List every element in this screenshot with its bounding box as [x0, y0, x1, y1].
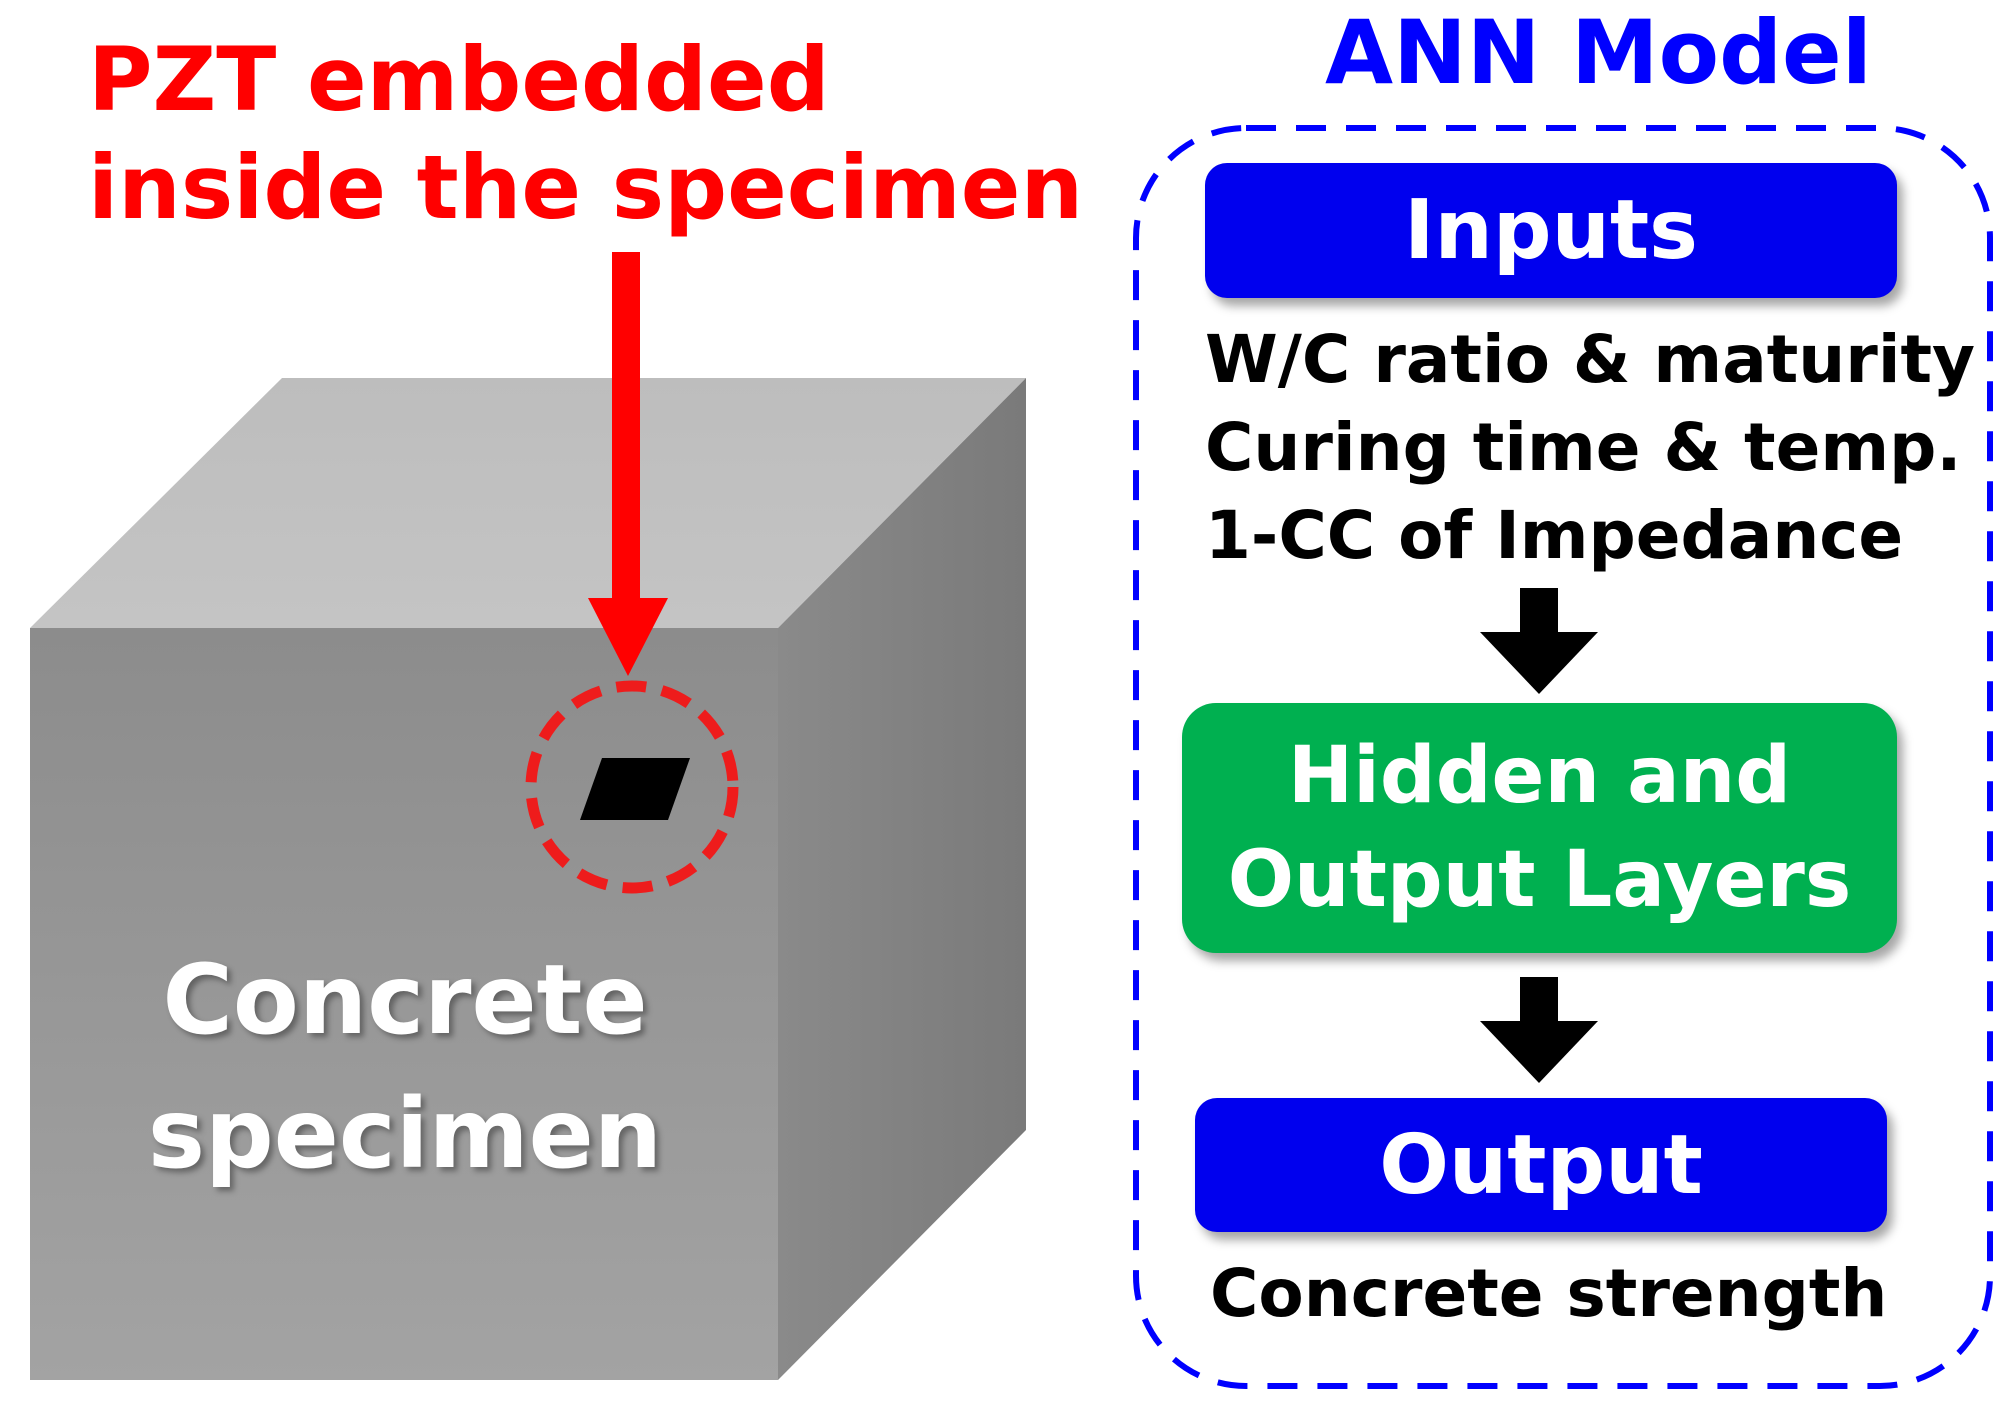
input-item: 1-CC of Impedance [1205, 497, 1904, 574]
inputs-block: Inputs [1205, 163, 1897, 298]
input-item: W/C ratio & maturity [1205, 321, 1976, 398]
specimen-label-line-1: Concrete [162, 944, 648, 1056]
pzt-highlight-circle [525, 680, 739, 894]
output-block: Output [1195, 1098, 1887, 1232]
pzt-sensor-patch [580, 758, 690, 820]
hidden-label-line-1: Hidden and [1287, 731, 1792, 821]
input-item: Curing time & temp. [1205, 409, 1962, 486]
hidden-label-line-2: Output Layers [1227, 835, 1852, 925]
output-label: Output [1379, 1117, 1703, 1213]
pzt-annotation-line-2: inside the specimen [88, 136, 1084, 239]
inputs-label: Inputs [1404, 183, 1698, 278]
specimen-label-line-2: specimen [147, 1078, 663, 1190]
ann-model-title: ANN Model [1325, 1, 1872, 104]
down-arrow-inputs-to-hidden [1480, 588, 1598, 694]
down-arrow-hidden-to-output [1480, 977, 1598, 1083]
pzt-annotation-line-1: PZT embedded [88, 28, 830, 131]
hidden-output-layers-block: Hidden and Output Layers [1182, 703, 1897, 953]
cube-top-face [30, 378, 1026, 628]
concrete-cube [30, 378, 1026, 1380]
output-description: Concrete strength [1210, 1255, 1888, 1332]
cube-side-face [778, 378, 1026, 1380]
pzt-pointer-arrow [588, 252, 668, 676]
ann-model-border [1133, 125, 1993, 1389]
